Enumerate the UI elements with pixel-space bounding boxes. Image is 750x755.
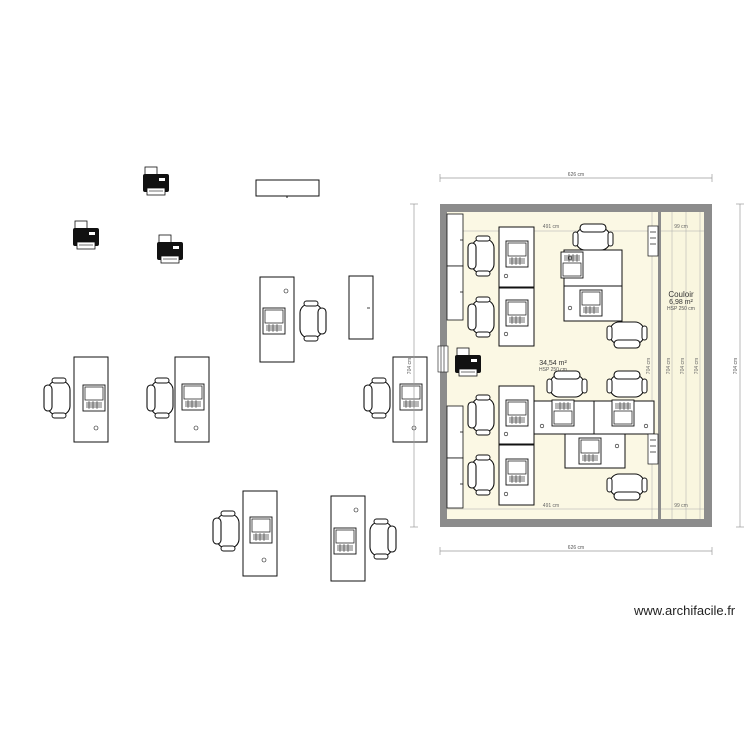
office-hsp-label: HSP 250 cm — [539, 367, 567, 373]
office-desk-cluster-top — [560, 223, 648, 349]
dim-corridor-height-2: 704 cm — [680, 358, 686, 374]
dim-office-height: 704 cm — [646, 358, 652, 374]
dim-bottom-total: 626 cm — [568, 545, 584, 551]
loose-desk-e — [212, 490, 278, 577]
dim-top-total: 626 cm — [568, 172, 584, 178]
dim-corridor-height-1: 704 cm — [666, 358, 672, 374]
wall-units-right — [647, 225, 659, 465]
office-desk-cluster-bottom — [533, 370, 655, 501]
corridor-name-label: Couloir — [668, 290, 694, 299]
office-desk-3 — [467, 385, 535, 445]
loose-desk-c — [146, 356, 210, 443]
corridor-hsp-label: HSP 250 cm — [667, 306, 695, 312]
dim-office-bottom: 491 cm — [543, 503, 559, 509]
dim-corridor-height-3: 704 cm — [694, 358, 700, 374]
loose-cabinet — [348, 275, 374, 340]
dim-office-top: 491 cm — [543, 224, 559, 230]
dim-right-total: 704 cm — [733, 358, 739, 374]
corridor-room — [661, 212, 704, 519]
dim-corridor-bottom: 99 cm — [674, 503, 688, 509]
dimension-lines — [410, 174, 744, 555]
loose-printer-1 — [142, 166, 170, 196]
loose-desk-f — [330, 495, 397, 582]
loose-desk-b — [43, 356, 109, 443]
dim-corridor-top: 99 cm — [674, 224, 688, 230]
office-desk-2 — [467, 287, 535, 347]
loose-printer-2 — [72, 220, 100, 250]
interior-dim-lines — [447, 212, 704, 519]
office-desk-1 — [467, 226, 535, 288]
watermark: www.archifacile.fr — [634, 603, 736, 618]
corridor-area-label: 6,98 m² — [669, 299, 693, 306]
loose-shelf — [255, 179, 320, 198]
dim-left-total: 704 cm — [407, 358, 413, 374]
wall-units-left — [446, 213, 464, 509]
loose-printer-3 — [156, 234, 184, 264]
loose-desk-d — [363, 356, 428, 443]
office-area-label: 34,54 m² — [539, 360, 567, 367]
office-desk-4 — [467, 444, 535, 506]
loose-desk-a — [259, 276, 327, 363]
